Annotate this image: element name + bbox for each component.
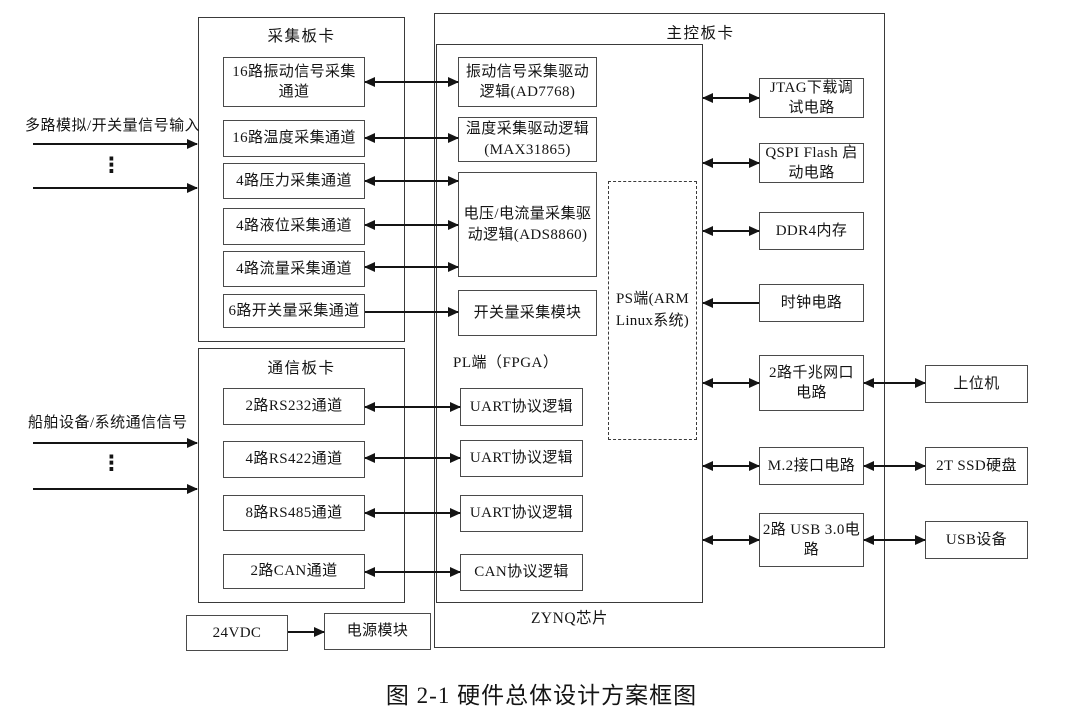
arrow-usb-device-link [864,539,925,541]
arrow-can-link [365,571,460,573]
arrow-temperature-link [365,137,458,139]
channel-box-vibration: 16路振动信号采集通道 [223,57,365,107]
circuit-box-ddr4: DDR4内存 [759,212,864,250]
circuit-box-m2: M.2接口电路 [759,447,864,485]
arrow-vibration-link [365,81,458,83]
arrow-usb3-link [703,539,759,541]
protocol-box-can: CAN协议逻辑 [460,554,583,591]
arrow-switch-link [365,311,458,313]
peripheral-box-host: 上位机 [925,365,1028,403]
circuit-box-qspi: QSPI Flash 启动电路 [759,143,864,183]
channel-box-rs232: 2路RS232通道 [223,388,365,425]
arrow-ddr4-link [703,230,759,232]
arrow-power-link [288,631,324,633]
arrow-rs485-link [365,512,460,514]
arrow-jtag-link [703,97,759,99]
peripheral-box-usb-device: USB设备 [925,521,1028,559]
arrow-eth-link [703,382,759,384]
circuit-box-usb3: 2路 USB 3.0电路 [759,513,864,567]
protocol-box-uart2: UART协议逻辑 [460,440,583,477]
arrow-clock-link [703,302,759,304]
main-board-title: 主控板卡 [666,25,735,42]
arrow-pressure-link [365,180,458,182]
comm-board-title: 通信板卡 [267,360,336,377]
power-module-box: 电源模块 [324,613,431,650]
arrow-comm-input-1 [33,442,197,444]
arrow-flow-link [365,266,458,268]
power-source-box: 24VDC [186,615,288,651]
arrow-level-link [365,224,458,226]
circuit-box-jtag: JTAG下载调试电路 [759,78,864,118]
comm-input-label: 船舶设备/系统通信信号 [28,415,188,431]
zynq-chip-label: ZYNQ芯片 [530,610,609,627]
channel-box-pressure: 4路压力采集通道 [223,163,365,199]
analog-input-label: 多路模拟/开关量信号输入 [25,118,201,134]
acquisition-board-title: 采集板卡 [267,28,336,45]
channel-box-rs485: 8路RS485通道 [223,495,365,531]
peripheral-box-ssd: 2T SSD硬盘 [925,447,1028,485]
arrow-rs232-link [365,406,460,408]
driver-box-analog: 电压/电流量采集驱动逻辑(ADS8860) [458,172,597,277]
arrow-comm-input-2 [33,488,197,490]
circuit-box-gigabit-eth: 2路千兆网口电路 [759,355,864,411]
protocol-box-uart3: UART协议逻辑 [460,495,583,532]
arrow-analog-input-1 [33,143,197,145]
arrow-ssd-link [864,465,925,467]
channel-box-rs422: 4路RS422通道 [223,441,365,478]
circuit-box-clock: 时钟电路 [759,284,864,322]
analog-vertical-ellipsis: ⋮ [101,153,122,177]
channel-box-flow: 4路流量采集通道 [223,251,365,287]
driver-box-switch: 开关量采集模块 [458,290,597,336]
pl-fpga-label: PL端（FPGA） [453,355,559,371]
arrow-analog-input-2 [33,187,197,189]
arrow-rs422-link [365,457,460,459]
arrow-host-link [864,382,925,384]
channel-box-can: 2路CAN通道 [223,554,365,589]
arrow-m2-link [703,465,759,467]
driver-box-vibration: 振动信号采集驱动逻辑(AD7768) [458,57,597,107]
ps-arm-label: PS端(ARM Linux系统) [615,290,690,329]
protocol-box-uart1: UART协议逻辑 [460,388,583,426]
driver-box-temperature: 温度采集驱动逻辑(MAX31865) [458,117,597,162]
ps-arm-dashed-frame [608,181,697,440]
channel-box-level: 4路液位采集通道 [223,208,365,245]
channel-box-temperature: 16路温度采集通道 [223,120,365,157]
figure-caption: 图 2-1 硬件总体设计方案框图 [385,683,698,708]
arrow-qspi-link [703,162,759,164]
comm-vertical-ellipsis: ⋮ [101,451,122,475]
channel-box-switch: 6路开关量采集通道 [223,294,365,328]
